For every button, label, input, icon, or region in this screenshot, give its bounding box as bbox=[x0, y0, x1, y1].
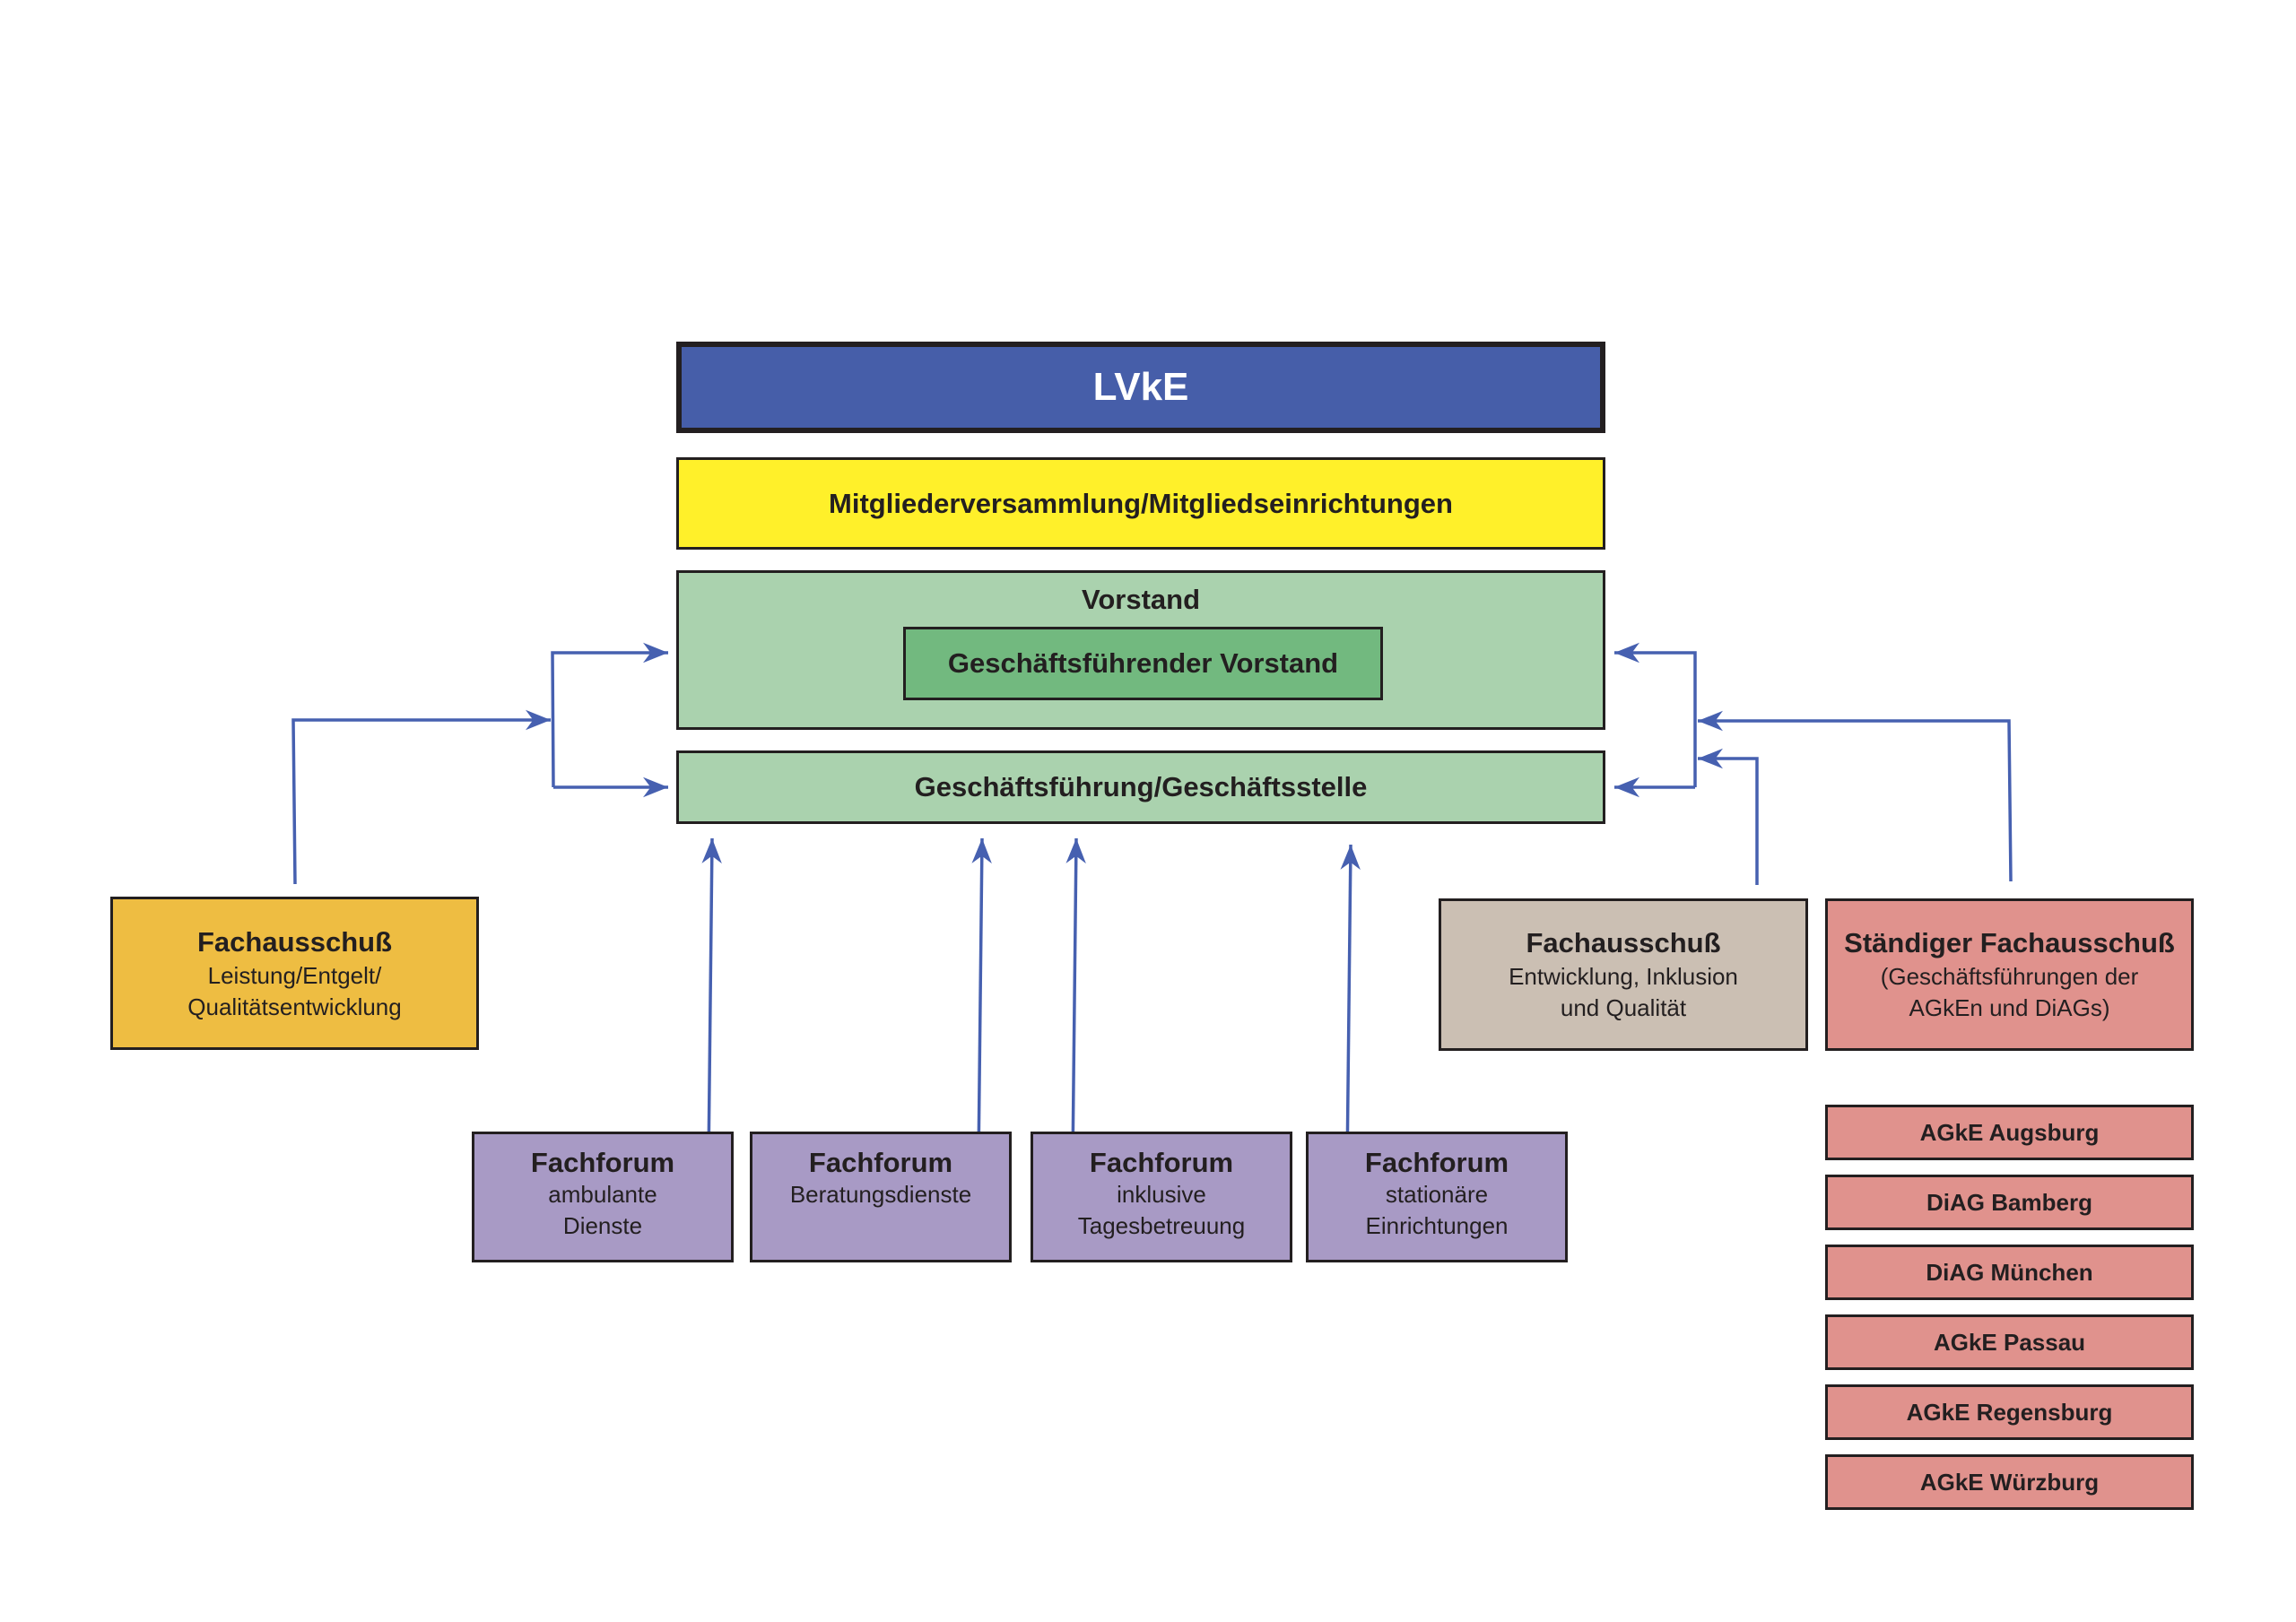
fachforum-4-title: Fachforum bbox=[1364, 1147, 1509, 1178]
regional-item-label: AGkE Regensburg bbox=[1906, 1398, 2113, 1426]
fachausschuss-left-line-2: Qualitätsentwicklung bbox=[187, 993, 402, 1020]
lvke-box: LVkE bbox=[676, 342, 1605, 433]
regional-item-label: AGkE Augsburg bbox=[1919, 1118, 2100, 1146]
fachforum-2-title: Fachforum bbox=[808, 1147, 953, 1178]
regional-item-passau: AGkE Passau bbox=[1825, 1314, 2194, 1370]
fachforum-box-1: Fachforum ambulante Dienste bbox=[472, 1132, 734, 1262]
fachforum-1-line-1: ambulante bbox=[548, 1181, 657, 1208]
staendiger-line-2: AGkEn und DiAGs) bbox=[1909, 994, 2110, 1021]
regional-item-label: DiAG München bbox=[1926, 1258, 2093, 1286]
fachforum-box-4: Fachforum stationäre Einrichtungen bbox=[1306, 1132, 1568, 1262]
regional-item-augsburg: AGkE Augsburg bbox=[1825, 1105, 2194, 1160]
geschaeftsfuehrung-box: Geschäftsführung/Geschäftsstelle bbox=[676, 750, 1605, 824]
regional-item-label: AGkE Passau bbox=[1933, 1328, 2086, 1356]
fachforum-4-line-1: stationäre bbox=[1385, 1181, 1489, 1208]
fachausschuss-right-line-1: Entwicklung, Inklusion bbox=[1509, 963, 1738, 990]
regional-item-label: AGkE Würzburg bbox=[1919, 1468, 2100, 1496]
fachausschuss-left-title: Fachausschuß bbox=[196, 925, 393, 958]
fachausschuss-left-box: Fachausschuß Leistung/Entgelt/ Qualitäts… bbox=[110, 897, 479, 1050]
arrow-fachausschuss-right-to-branch bbox=[1698, 748, 1759, 885]
fachausschuss-right-line-2: und Qualität bbox=[1560, 994, 1687, 1021]
fachforum-3-line-2: Tagesbetreuung bbox=[1077, 1212, 1246, 1239]
geschaeftsfuehrung-title: Geschäftsführung/Geschäftsstelle bbox=[914, 771, 1368, 802]
fachforum-2-line-1: Beratungsdienste bbox=[789, 1181, 972, 1208]
vorstand-title: Vorstand bbox=[1081, 584, 1201, 615]
fachausschuss-right-box: Fachausschuß Entwicklung, Inklusion und … bbox=[1439, 898, 1808, 1051]
staendiger-line-1: (Geschäftsführungen der bbox=[1880, 963, 2139, 990]
fachforum-box-3: Fachforum inklusive Tagesbetreuung bbox=[1031, 1132, 1292, 1262]
lvke-title: LVkE bbox=[1092, 365, 1189, 409]
arrow-branch-to-vorstand bbox=[551, 642, 668, 788]
fachforum-3-title: Fachforum bbox=[1089, 1147, 1234, 1178]
gf-vorstand-box: Geschäftsführender Vorstand bbox=[903, 627, 1383, 700]
gf-vorstand-title: Geschäftsführender Vorstand bbox=[947, 647, 1339, 679]
fachforum-1-title: Fachforum bbox=[530, 1147, 675, 1178]
fachforum-4-line-2: Einrichtungen bbox=[1365, 1212, 1509, 1239]
staendiger-title: Ständiger Fachausschuß bbox=[1844, 927, 2175, 958]
fachforum-box-2: Fachforum Beratungsdienste bbox=[750, 1132, 1012, 1262]
mitglieder-title: Mitgliederversammlung/Mitgliedseinrichtu… bbox=[829, 487, 1453, 519]
regional-item-wuerzburg: AGkE Würzburg bbox=[1825, 1454, 2194, 1510]
regional-item-regensburg: AGkE Regensburg bbox=[1825, 1384, 2194, 1440]
fachausschuss-right-title: Fachausschuß bbox=[1526, 927, 1721, 958]
arrow-left-fachausschuss-to-branch bbox=[291, 709, 551, 885]
regional-item-bamberg: DiAG Bamberg bbox=[1825, 1175, 2194, 1230]
fachausschuss-left-line-1: Leistung/Entgelt/ bbox=[207, 961, 382, 989]
vorstand-box: Vorstand Geschäftsführender Vorstand bbox=[676, 570, 1605, 730]
arrow-branch-right-to-vorstand bbox=[1614, 642, 1697, 787]
fachforum-1-line-2: Dienste bbox=[562, 1212, 643, 1239]
regional-item-label: DiAG Bamberg bbox=[1926, 1188, 2092, 1216]
mitglieder-box: Mitgliederversammlung/Mitgliedseinrichtu… bbox=[676, 457, 1605, 550]
arrow-staendiger-to-branch bbox=[1698, 710, 2013, 882]
staendiger-fachausschuss-box: Ständiger Fachausschuß (Geschäftsführung… bbox=[1825, 898, 2194, 1051]
fachforum-3-line-1: inklusive bbox=[1117, 1181, 1206, 1208]
regional-item-muenchen: DiAG München bbox=[1825, 1245, 2194, 1300]
